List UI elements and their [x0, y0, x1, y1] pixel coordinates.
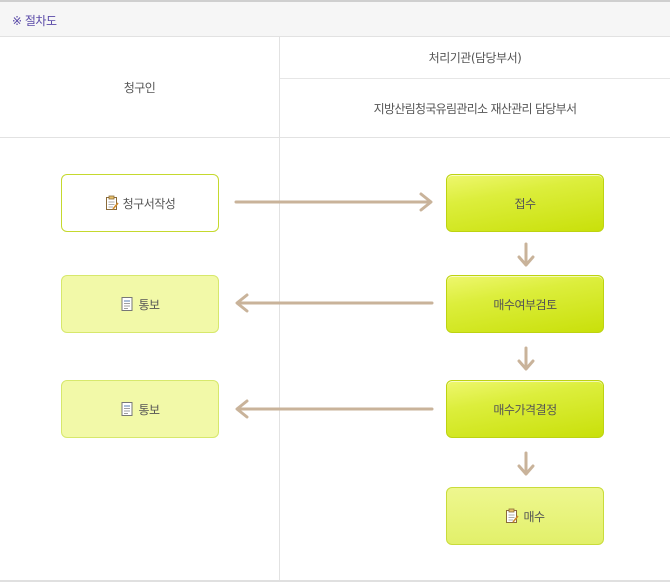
step-notify-1: 통보: [61, 275, 219, 333]
step-request-write: 청구서작성: [61, 174, 219, 232]
step-receipt: 접수: [446, 174, 604, 232]
step-label: 매수가격결정: [493, 402, 557, 417]
step-purchase-review: 매수여부검토: [446, 275, 604, 333]
arrow-down-2-head: [517, 359, 535, 371]
page-title: ※ 절차도: [12, 14, 57, 28]
step-label: 청구서작성: [122, 196, 176, 211]
step-label: 통보: [138, 402, 160, 417]
top-rule: [0, 0, 670, 2]
step-notify-2: 통보: [61, 380, 219, 438]
document-icon: [121, 402, 133, 416]
arrow-down-3-head: [517, 464, 535, 476]
arrow-right-submit-head: [419, 192, 433, 212]
bottom-rule: [0, 580, 670, 582]
column-divider: [279, 37, 280, 581]
arrow-left-notify-1-head: [235, 293, 249, 313]
memo-icon: [105, 195, 119, 210]
title-bar: ※ 절차도: [0, 2, 670, 37]
arrow-left-notify-2-head: [235, 399, 249, 419]
step-label: 매수: [523, 509, 545, 524]
step-label: 매수여부검토: [493, 297, 557, 312]
header-agency: 처리기관(담당부서): [280, 37, 670, 79]
step-label: 통보: [138, 297, 160, 312]
step-label: 접수: [514, 196, 536, 211]
step-price-decision: 매수가격결정: [446, 380, 604, 438]
header-department: 지방산림청국유림관리소 재산관리 담당부서: [373, 101, 577, 116]
header-divider: [0, 137, 670, 138]
arrow-down-1-head: [517, 255, 535, 267]
document-icon: [121, 297, 133, 311]
step-purchase: 매수: [446, 487, 604, 545]
header-requester: 청구인: [123, 80, 156, 95]
memo-icon: [506, 508, 520, 523]
